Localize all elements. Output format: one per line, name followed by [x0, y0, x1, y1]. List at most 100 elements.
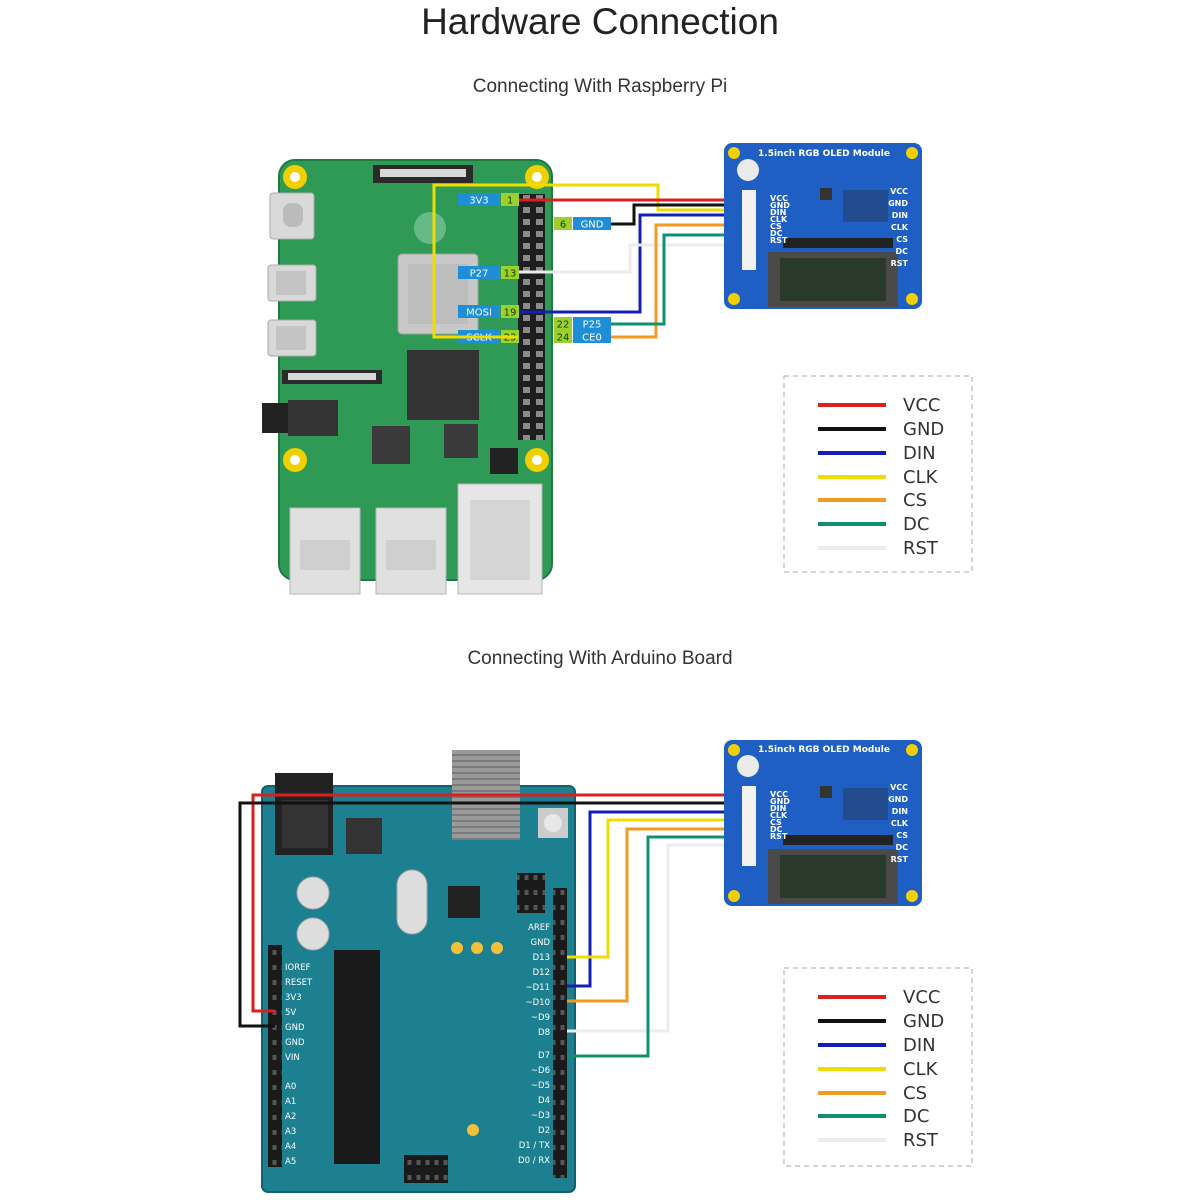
- rpi-pin-gnd: 6 GND: [554, 217, 611, 231]
- ard-label-d7: D7: [538, 1051, 550, 1061]
- oled-rpi-title: 1.5inch RGB OLED Module: [758, 149, 890, 159]
- arduino-board: [261, 750, 576, 1193]
- oled-rpi-side-pins: VCC GND DIN CLK CS DC RST: [888, 187, 909, 268]
- oled-rpi-header-pins: VCC GND DIN CLK CS DC RST: [770, 194, 790, 245]
- arduino-right-labels: AREF GND D13 D12 ~D11 ~D10 ~D9 D8 D7 ~D6…: [518, 923, 550, 1166]
- oled-rpi-spin-din: DIN: [892, 211, 908, 220]
- ard-label-gnd-r: GND: [531, 938, 551, 948]
- rpi-pin-p25-label: P25: [583, 320, 602, 331]
- rpi-pin-gnd-label: GND: [581, 220, 604, 231]
- ard-label-reset: RESET: [285, 978, 313, 988]
- oled-ard-spin-dc: DC: [895, 843, 908, 852]
- legend-ard-dc-label: DC: [903, 1106, 929, 1127]
- ard-label-3v3: 3V3: [285, 993, 302, 1003]
- page-title: Hardware Connection: [421, 1, 779, 42]
- ard-label-gnd2: GND: [285, 1038, 305, 1048]
- oled-rpi-hpin-rst: RST: [770, 236, 788, 245]
- oled-ard-hpin-rst: RST: [770, 832, 788, 841]
- oled-rpi-hpin-gnd: GND: [770, 201, 790, 210]
- legend-ard-vcc-label: VCC: [903, 987, 940, 1008]
- legend-rpi-vcc: VCC: [818, 395, 940, 416]
- legend-ard-din-label: DIN: [903, 1035, 936, 1056]
- ard-wire-dc: [567, 835, 750, 1058]
- oled-ard-hpin-vcc: VCC: [770, 790, 788, 799]
- rpi-wire-cs: [611, 223, 750, 339]
- ard-label-d10: ~D10: [526, 998, 550, 1008]
- arduino-section-subtitle: Connecting With Arduino Board: [467, 648, 733, 669]
- ard-label-a3: A3: [285, 1127, 296, 1137]
- rpi-wires: [432, 183, 750, 339]
- legend-rpi-cs-label: CS: [903, 490, 927, 511]
- legend-rpi-vcc-label: VCC: [903, 395, 940, 416]
- rpi-pin-ce0-label: CE0: [582, 333, 602, 344]
- oled-rpi-spin-rst: RST: [891, 259, 909, 268]
- ard-label-ioref: IOREF: [285, 963, 310, 973]
- arduino-wires: [238, 793, 750, 1058]
- legend-rpi-dc: DC: [818, 514, 929, 535]
- ard-wire-gnd: [238, 801, 750, 1028]
- ard-label-d9: ~D9: [531, 1013, 550, 1023]
- rpi-pin-p27-num: 13: [504, 269, 517, 280]
- ard-label-d13: D13: [533, 953, 550, 963]
- legend-ard-clk: CLK: [818, 1059, 939, 1080]
- rpi-pin-gnd-num: 6: [560, 220, 566, 231]
- ard-label-a2: A2: [285, 1112, 296, 1122]
- rpi-wire-dc: [611, 233, 750, 326]
- oled-rpi-spin-clk: CLK: [891, 223, 909, 232]
- legend-rpi-rst-label: RST: [903, 538, 939, 559]
- legend-ard-gnd-label: GND: [903, 1011, 944, 1032]
- rpi-section-subtitle: Connecting With Raspberry Pi: [472, 76, 728, 97]
- legend-rpi-gnd: GND: [818, 419, 944, 440]
- ard-label-aref: AREF: [528, 923, 550, 933]
- ard-label-d2: D2: [538, 1126, 550, 1136]
- oled-module-arduino: 1.5inch RGB OLED Module VCC GND DIN CLK …: [724, 740, 922, 906]
- legend-ard-cs: CS: [818, 1083, 927, 1104]
- oled-rpi-hpin-vcc: VCC: [770, 194, 788, 203]
- legend-ard-cs-label: CS: [903, 1083, 927, 1104]
- ard-wire-cs: [567, 827, 750, 1003]
- rpi-pin-3v3-num: 1: [507, 196, 513, 207]
- ard-label-a0: A0: [285, 1082, 296, 1092]
- rpi-wire-rst: [519, 243, 750, 274]
- ard-label-d11: ~D11: [526, 983, 550, 993]
- oled-rpi-spin-cs: CS: [896, 235, 908, 244]
- oled-ard-spin-vcc: VCC: [890, 783, 908, 792]
- rpi-pin-p25: 22 P25: [554, 317, 611, 331]
- ard-label-a5: A5: [285, 1157, 296, 1167]
- rpi-pin-p27: P27 13: [458, 266, 519, 280]
- rpi-pin-mosi-num: 19: [504, 308, 517, 319]
- oled-ard-spin-clk: CLK: [891, 819, 909, 828]
- legend-rpi-dc-label: DC: [903, 514, 929, 535]
- ard-label-d1: D1 / TX: [519, 1141, 550, 1151]
- oled-rpi-spin-gnd: GND: [888, 199, 908, 208]
- oled-rpi-hpin-dc: DC: [770, 229, 783, 238]
- oled-ard-spin-gnd: GND: [888, 795, 908, 804]
- ard-label-d0: D0 / RX: [518, 1156, 550, 1166]
- rpi-pin-ce0: 24 CE0: [554, 330, 611, 344]
- rpi-wire-clk: [432, 183, 750, 339]
- legend-rpi-cs: CS: [818, 490, 927, 511]
- oled-ard-hpin-dc: DC: [770, 825, 783, 834]
- oled-ard-spin-rst: RST: [891, 855, 909, 864]
- legend-rpi-din: DIN: [818, 443, 936, 464]
- legend-rpi-clk: CLK: [818, 467, 939, 488]
- oled-ard-hpin-gnd: GND: [770, 797, 790, 806]
- oled-ard-hpin-clk: CLK: [770, 811, 788, 820]
- ard-label-5v: 5V: [285, 1008, 296, 1018]
- ard-label-d8: D8: [538, 1028, 550, 1038]
- legend-ard-rst: RST: [818, 1130, 939, 1151]
- rpi-pin-ce0-num: 24: [557, 333, 570, 344]
- rpi-pin-mosi-label: MOSI: [466, 308, 492, 319]
- legend-ard-rst-label: RST: [903, 1130, 939, 1151]
- oled-ard-side-pins: VCC GND DIN CLK CS DC RST: [888, 783, 909, 864]
- legend-ard-din: DIN: [818, 1035, 936, 1056]
- legend-rpi-din-label: DIN: [903, 443, 936, 464]
- ard-label-gnd1: GND: [285, 1023, 305, 1033]
- ard-label-d3: ~D3: [531, 1111, 550, 1121]
- oled-rpi-spin-vcc: VCC: [890, 187, 908, 196]
- legend-ard-dc: DC: [818, 1106, 929, 1127]
- rpi-pin-3v3-label: 3V3: [469, 196, 489, 207]
- raspberry-pi-board: [262, 159, 553, 595]
- oled-module-rpi: 1.5inch RGB OLED Module VCC GND DIN CLK …: [724, 143, 922, 309]
